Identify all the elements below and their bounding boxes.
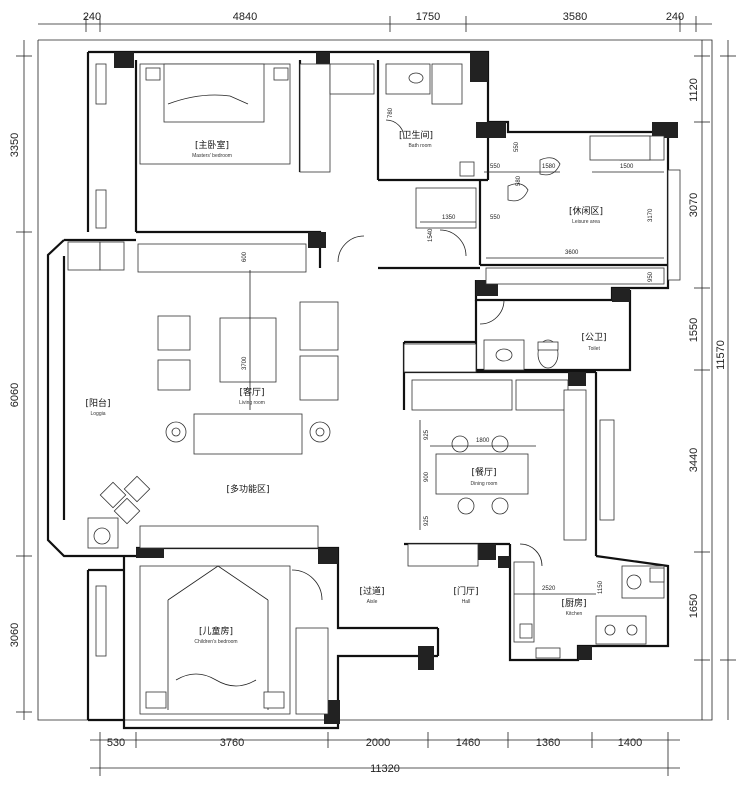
dim-right-1: 1120 [688,78,700,102]
dim-580: 580 [516,175,522,186]
room-label-toilet: [公卫] Toilet [581,332,606,352]
dim-1800: 1800 [476,438,490,444]
childrens-wardrobe [295,627,329,715]
room-label-loggia: [阳台] Loggia [85,397,110,417]
dim-900: 900 [424,471,430,482]
dim-top-2: 4840 [233,11,257,23]
room-cn-leisure-area: [休闲区] [569,205,603,217]
dim-top-4: 3580 [563,11,587,23]
room-label-hall: [门厅] Hall [453,585,478,605]
dim-bottom-2: 3760 [220,737,244,749]
room-cn-dining-room: [餐厅] [471,466,496,478]
kitchen-fixtures [513,561,665,645]
dim-780: 780 [388,107,394,118]
room-en-loggia: Loggia [90,411,105,417]
interior-dimension-lines [419,171,664,595]
master-bed [139,63,291,165]
dim-bottom-4: 1460 [456,737,480,749]
room-cn-multifunction: [多功能区] [226,483,269,495]
room-label-dining-room: [餐厅] Dining room [471,466,498,487]
room-en-dining-room: Dining room [471,481,498,487]
room-labels: [主卧室] Masters' bedroom [卫生间] Bath room [… [85,129,606,645]
dim-950: 950 [648,271,654,282]
room-cn-loggia: [阳台] [85,397,110,409]
dim-600: 600 [242,251,248,262]
room-cn-childrens-bedroom: [儿童房] [199,625,233,637]
room-label-living-room: [客厅] Living room [239,386,265,406]
master-wardrobe [299,63,331,173]
room-en-leisure-area: Leisure area [572,219,600,225]
dim-1150: 1150 [598,580,604,594]
structural-columns [114,52,678,724]
room-en-childrens-bedroom: Children's bedroom [194,639,237,645]
dim-right-2: 3070 [688,193,700,217]
dim-left-2: 6060 [9,383,21,407]
leisure-furniture [415,135,665,285]
room-en-living-room: Living room [239,400,265,406]
dim-right-total: 11570 [715,340,727,370]
room-en-bath-room: Bath room [408,143,431,149]
dim-top-1: 240 [83,11,101,23]
dim-925b: 925 [424,515,430,526]
room-cn-hall: [门厅] [453,585,478,597]
dim-right-4: 3440 [688,448,700,472]
dim-1580: 1580 [542,164,556,170]
dim-550a: 550 [490,164,501,170]
multifunction-chairs [99,475,151,525]
dim-bottom-6: 1400 [618,737,642,749]
dim-left-3: 3060 [9,623,21,647]
dim-right-3: 1550 [688,318,700,342]
room-label-master-bedroom: [主卧室] Masters' bedroom [192,139,232,159]
room-label-multifunction: [多功能区] [226,483,269,495]
room-cn-kitchen: [厨房] [561,597,586,609]
dim-1500: 1500 [620,164,634,170]
dim-1540: 1540 [428,228,434,242]
room-en-master-bedroom: Masters' bedroom [192,153,232,159]
room-label-bath-room: [卫生间] Bath room [399,129,433,149]
dim-bottom-5: 1360 [536,737,560,749]
room-label-aisle: [过道] Aisle [359,585,384,605]
doors [291,119,543,601]
dim-bottom-1: 530 [107,737,125,749]
room-label-leisure-area: [休闲区] Leisure area [569,205,603,225]
dim-3600: 3600 [565,250,579,256]
dining-furniture [403,343,587,567]
dim-1350: 1350 [442,215,456,221]
outer-boundary [37,39,713,721]
dim-2520: 2520 [542,586,556,592]
childrens-bed [139,565,291,715]
dim-bottom-total: 11320 [370,763,400,775]
dim-left-1: 3350 [9,133,21,157]
dim-top-3: 1750 [416,11,440,23]
dimension-lines [16,16,736,776]
dimension-labels: 240 4840 1750 3580 240 530 3760 2000 146… [9,11,727,775]
dim-3170: 3170 [648,208,654,222]
room-cn-aisle: [过道] [359,585,384,597]
room-cn-master-bedroom: [主卧室] [195,139,229,151]
room-cn-bath-room: [卫生间] [399,129,433,141]
room-en-toilet: Toilet [588,346,600,352]
dim-top-5: 240 [666,11,684,23]
dim-550b: 550 [514,141,520,152]
dim-3700: 3700 [242,356,248,370]
room-en-aisle: Aisle [367,599,378,605]
master-cabinet [329,63,375,95]
inner-dimension-labels: 780 550 1580 550 580 1500 1350 550 3170 … [242,107,654,594]
dim-925a: 925 [424,429,430,440]
room-label-kitchen: [厨房] Kitchen [561,597,586,617]
room-en-hall: Hall [462,599,471,605]
room-cn-toilet: [公卫] [581,332,606,343]
room-label-childrens-bedroom: [儿童房] Children's bedroom [194,625,237,645]
multifunction-cabinet [139,525,319,549]
bath-fixtures [385,63,475,177]
dim-550c: 550 [490,215,501,221]
toilet-fixtures [483,339,559,371]
loggia-fixtures [67,241,307,549]
living-room-furniture [157,270,339,455]
dim-right-5: 1650 [688,594,700,618]
room-en-kitchen: Kitchen [566,611,583,617]
room-cn-living-room: [客厅] [239,386,264,398]
dim-bottom-3: 2000 [366,737,390,749]
